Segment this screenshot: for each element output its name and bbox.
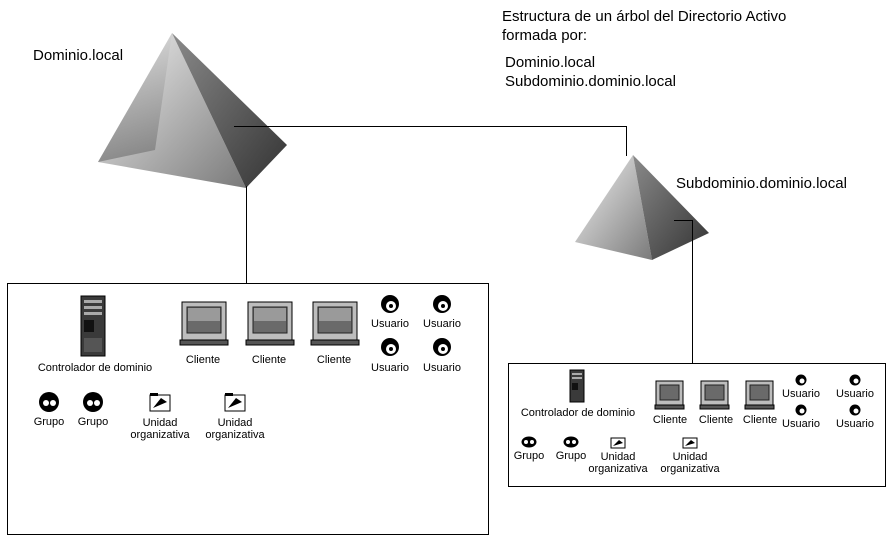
- connector-sub-tick: [674, 220, 692, 221]
- ou-label-line2: organizativa: [130, 429, 190, 441]
- user-icon: [795, 404, 807, 416]
- user-label: Usuario: [836, 418, 874, 430]
- caption-domain-list: Dominio.local Subdominio.dominio.local: [505, 53, 676, 91]
- organizational-unit-icon: [682, 437, 698, 449]
- connector-main-down: [246, 186, 247, 283]
- ou-label: Unidad organizativa: [120, 417, 200, 441]
- ou-label: Unidad organizativa: [578, 451, 658, 475]
- connector-horizontal: [234, 126, 626, 127]
- client-label: Cliente: [316, 354, 352, 366]
- user-icon: [381, 295, 399, 313]
- sub-domain-label: Subdominio.dominio.local: [676, 175, 847, 192]
- server-icon: [80, 295, 106, 357]
- diagram-caption: Estructura de un árbol del Directorio Ac…: [502, 7, 786, 45]
- user-icon: [433, 295, 451, 313]
- connector-to-sub: [626, 126, 627, 156]
- group-icon: [83, 392, 103, 412]
- organizational-unit-icon: [610, 437, 626, 449]
- client-label: Cliente: [652, 414, 688, 426]
- group-icon: [521, 436, 537, 448]
- client-computer-icon: [744, 380, 775, 410]
- client-label: Cliente: [698, 414, 734, 426]
- caption-line-2: formada por:: [502, 27, 588, 44]
- client-computer-icon: [310, 301, 360, 346]
- client-label: Cliente: [251, 354, 287, 366]
- server-label: Controlador de dominio: [37, 362, 153, 374]
- user-icon: [433, 338, 451, 356]
- user-label: Usuario: [836, 388, 874, 400]
- group-label: Grupo: [555, 450, 587, 462]
- user-icon: [795, 374, 807, 386]
- server-label: Controlador de dominio: [520, 407, 636, 419]
- client-computer-icon: [245, 301, 295, 346]
- ou-label: Unidad organizativa: [650, 451, 730, 475]
- group-label: Grupo: [77, 416, 109, 428]
- caption-line-4: Subdominio.dominio.local: [505, 73, 676, 90]
- group-icon: [39, 392, 59, 412]
- user-label: Usuario: [371, 318, 409, 330]
- connector-sub-down: [692, 220, 693, 363]
- ou-label-line2: organizativa: [205, 429, 265, 441]
- group-label: Grupo: [513, 450, 545, 462]
- group-label: Grupo: [33, 416, 65, 428]
- server-icon: [569, 369, 585, 403]
- caption-line-3: Dominio.local: [505, 54, 596, 71]
- user-label: Usuario: [423, 362, 461, 374]
- ou-label-line1: Unidad: [672, 451, 708, 463]
- organizational-unit-icon: [149, 393, 171, 412]
- group-icon: [563, 436, 579, 448]
- ou-label-line1: Unidad: [600, 451, 636, 463]
- organizational-unit-icon: [224, 393, 246, 412]
- client-computer-icon: [179, 301, 229, 346]
- ou-label-line1: Unidad: [142, 417, 178, 429]
- client-label: Cliente: [185, 354, 221, 366]
- user-label: Usuario: [371, 362, 409, 374]
- user-label: Usuario: [782, 388, 820, 400]
- ou-label-line2: organizativa: [588, 463, 648, 475]
- user-icon: [849, 404, 861, 416]
- ou-label-line1: Unidad: [217, 417, 253, 429]
- user-label: Usuario: [423, 318, 461, 330]
- caption-line-1: Estructura de un árbol del Directorio Ac…: [502, 8, 787, 25]
- ou-label-line2: organizativa: [660, 463, 720, 475]
- client-computer-icon: [699, 380, 730, 410]
- client-computer-icon: [654, 380, 685, 410]
- client-label: Cliente: [742, 414, 778, 426]
- user-icon: [849, 374, 861, 386]
- user-label: Usuario: [782, 418, 820, 430]
- user-icon: [381, 338, 399, 356]
- ou-label: Unidad organizativa: [195, 417, 275, 441]
- main-domain-label: Dominio.local: [33, 47, 124, 64]
